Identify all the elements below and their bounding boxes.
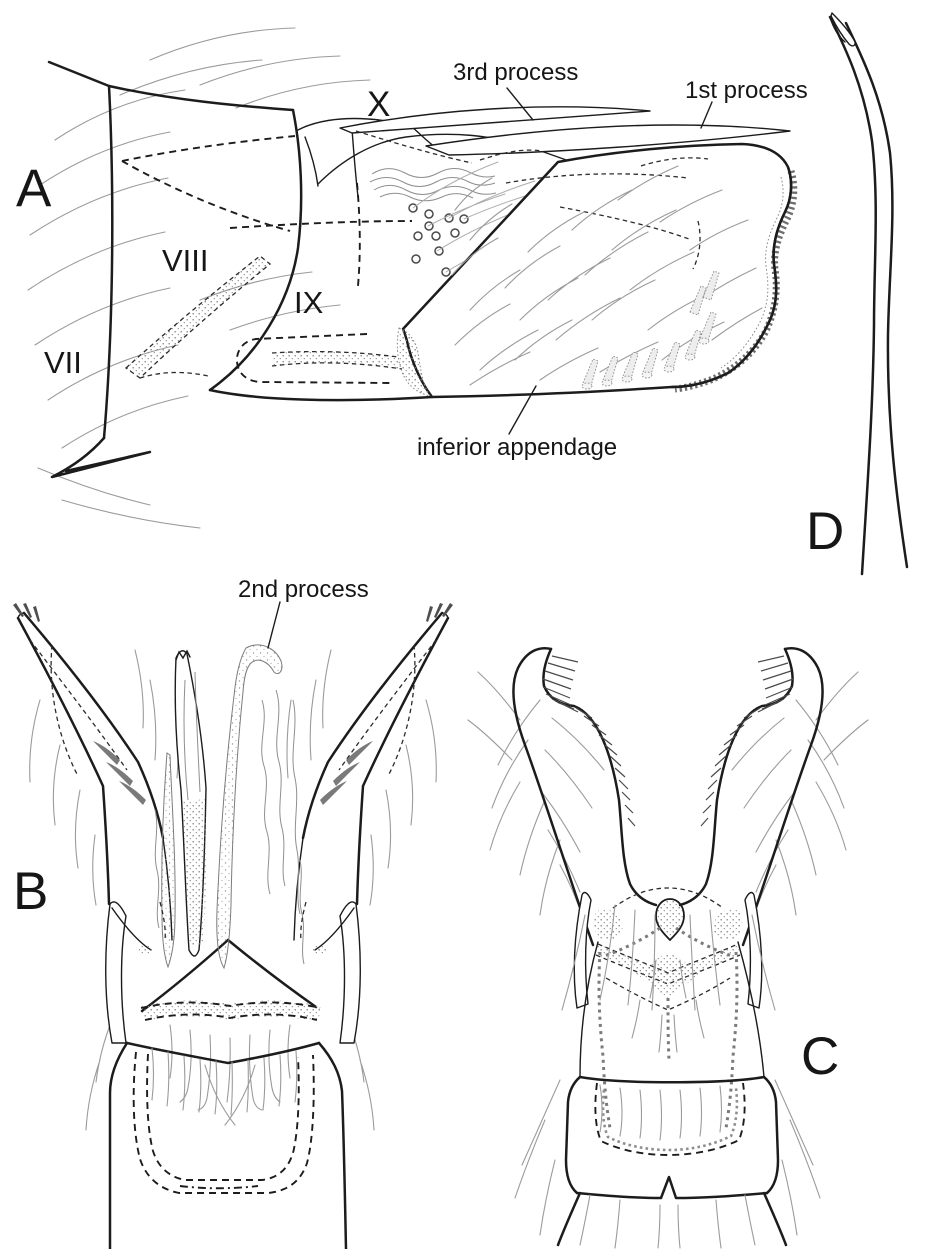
membrane-wrinkles	[369, 168, 497, 202]
capsule-lower-margin	[208, 388, 434, 402]
basal-dashed-arc	[612, 887, 724, 909]
segment-b-dashed-outer	[132, 1051, 315, 1194]
left-lateral-lobe	[105, 901, 127, 1044]
phallus-tip-barb	[830, 12, 856, 47]
basal-stipple-patch	[396, 327, 432, 397]
panel-c-setae	[467, 671, 869, 916]
segment-vii-tail	[50, 436, 152, 479]
segment-vii-label: VII	[44, 345, 82, 380]
segment-c-top	[578, 1075, 766, 1084]
segment-vii-outline	[47, 60, 114, 440]
segment-x-label: X	[367, 85, 391, 124]
scallop-band	[141, 1000, 321, 1022]
right-claw-inner	[678, 647, 794, 907]
segment-c-left	[564, 1075, 582, 1195]
first-process-leader	[700, 101, 713, 129]
central-teardrop	[655, 898, 685, 942]
panel-b-drawing	[13, 601, 453, 1249]
central-spike	[161, 752, 176, 969]
right-claw-comb	[700, 655, 794, 827]
peg-spines	[582, 270, 720, 387]
second-process-leader	[267, 601, 281, 649]
segment-setae	[27, 27, 371, 529]
left-claw-comb	[542, 655, 636, 827]
panel-d-drawing	[828, 12, 909, 576]
left-claw-inner	[542, 647, 658, 907]
segment-b-dashed-inner	[146, 1053, 300, 1181]
first-process-label: 1st process	[685, 77, 808, 104]
segment-viii-margin	[208, 108, 303, 392]
phallic-band	[272, 351, 402, 369]
segment-c-right	[762, 1075, 780, 1195]
segment-viii-inner-dashed	[121, 135, 296, 232]
right-lateral-lobe	[339, 901, 361, 1044]
left-claw-outer	[512, 647, 595, 947]
body-sides	[579, 941, 765, 1078]
segment-b-left	[108, 1041, 129, 1249]
right-superior-appendage	[355, 616, 450, 906]
third-process-leader	[506, 87, 534, 121]
process-base-line	[317, 133, 597, 185]
panel-a-drawing	[27, 27, 798, 529]
segment-b-right	[317, 1041, 348, 1249]
third-process-label: 3rd process	[453, 59, 579, 86]
panel-a-letter: A	[16, 159, 52, 218]
segment-ix-outline	[229, 182, 413, 384]
inferior-appendage-leader	[508, 385, 537, 435]
ornament-chains	[597, 926, 739, 1129]
peg-bases	[581, 337, 710, 390]
third-process-blade	[339, 106, 651, 134]
appendage-setae	[451, 177, 656, 371]
inferior-appendage-label: inferior appendage	[417, 434, 618, 461]
segment-c-bottom	[575, 1175, 769, 1200]
panel-b-setae	[29, 649, 437, 1131]
segment-ix-label: IX	[294, 285, 324, 320]
segment-b-top	[125, 1041, 321, 1065]
left-tip-spines	[13, 603, 40, 622]
panel-c-letter: C	[801, 1027, 840, 1086]
panel-b-letter: B	[13, 862, 49, 921]
segment-c-dashed	[594, 1082, 746, 1156]
left-lobe-c	[573, 891, 592, 1009]
phallus-left-edge	[828, 15, 877, 576]
second-process-label: 2nd process	[238, 576, 369, 603]
right-claw-outer	[741, 647, 824, 947]
apodeme-band	[124, 255, 272, 379]
pore-cluster	[408, 203, 469, 277]
right-tip-spines	[426, 603, 453, 622]
second-process-shape	[216, 644, 283, 970]
right-lobe-c	[744, 891, 763, 1009]
phallus-right-edge	[844, 21, 909, 569]
central-diamond	[634, 952, 702, 998]
panel-c-drawing	[467, 647, 869, 1249]
first-process-blade	[425, 124, 791, 156]
segment-viii-label: VIII	[162, 243, 209, 278]
panel-d-letter: D	[806, 502, 845, 561]
tergum-top-margin	[107, 84, 295, 112]
left-superior-appendage	[16, 616, 111, 906]
